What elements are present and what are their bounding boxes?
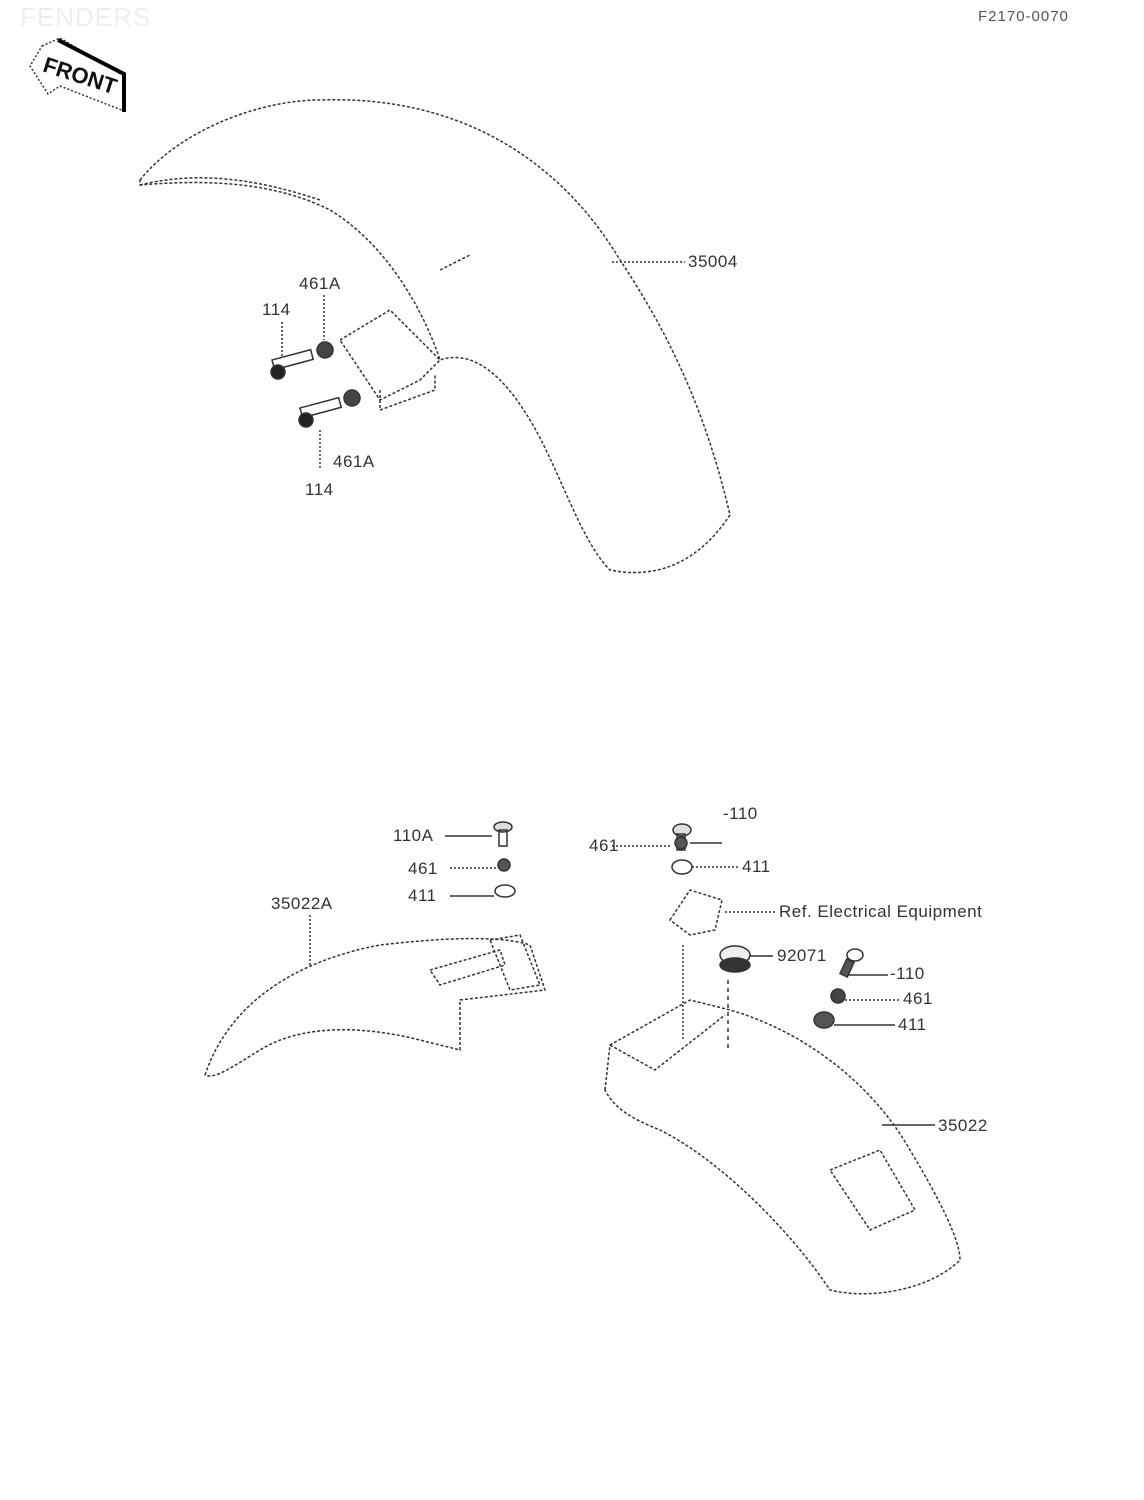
part-label-114: 114 [262, 300, 291, 319]
rear-fender-35022 [604, 999, 961, 1295]
washer-icon [316, 341, 334, 359]
part-label-35004: 35004 [688, 252, 738, 271]
front-fender-35004 [139, 99, 731, 574]
part-label-461A: 461A [333, 452, 375, 471]
bolt-icon [298, 396, 343, 428]
diagram-code: F2170-0070 [978, 8, 1069, 25]
washer-icon [674, 836, 688, 850]
bolt-icon [270, 348, 315, 380]
part-label-35022A: 35022A [271, 894, 333, 913]
diagram-title: FENDERS [20, 2, 152, 32]
part-label-110: -110 [890, 964, 925, 983]
bracket-icon [668, 889, 723, 936]
part-label-461A: 461A [299, 274, 341, 293]
part-label-114: 114 [305, 480, 334, 499]
washer-icon [671, 859, 693, 875]
washer-icon [830, 988, 846, 1004]
front-arrow-icon [29, 37, 126, 113]
washer-icon [813, 1011, 835, 1029]
bolt-icon [493, 821, 513, 847]
part-label-110: -110 [723, 804, 758, 823]
washer-icon [494, 884, 516, 898]
part-label-461: 461 [589, 836, 619, 855]
part-label-411: 411 [408, 886, 437, 905]
rear-fender-35022A [204, 934, 547, 1077]
bolt-icon [838, 948, 864, 978]
part-label-461: 461 [903, 989, 933, 1008]
part-label-35022: 35022 [938, 1116, 988, 1135]
part-label-92071: 92071 [777, 946, 827, 965]
washer-icon [497, 858, 511, 872]
part-label-110A: 110A [393, 826, 434, 845]
reference-electrical-equipment: Ref. Electrical Equipment [779, 902, 983, 921]
part-label-461: 461 [408, 859, 438, 878]
grommet-icon [719, 945, 751, 973]
part-label-411: 411 [742, 857, 771, 876]
part-label-411: 411 [898, 1015, 927, 1034]
washer-icon [343, 389, 361, 407]
